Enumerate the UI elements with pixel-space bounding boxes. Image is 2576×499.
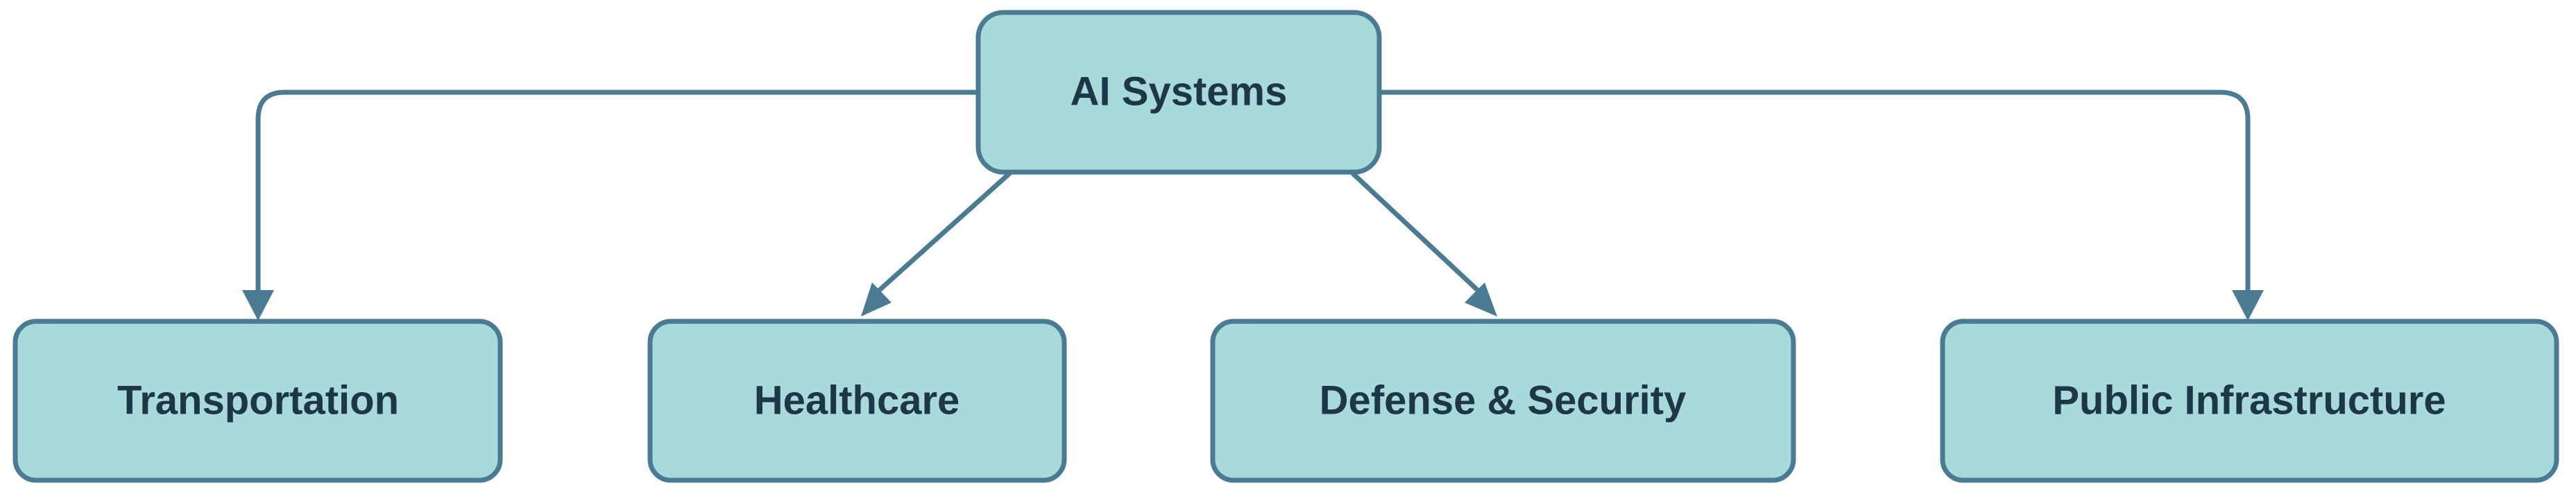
node-defense-security-label: Defense & Security bbox=[1320, 378, 1687, 423]
node-transportation-label: Transportation bbox=[117, 378, 399, 423]
node-defense-security: Defense & Security bbox=[1210, 319, 1796, 483]
arrowhead-defense bbox=[1465, 282, 1497, 316]
node-public-infrastructure: Public Infrastructure bbox=[1940, 319, 2559, 483]
edges bbox=[242, 90, 2264, 321]
edge-ai-systems-to-healthcare bbox=[873, 171, 1012, 296]
node-ai-systems-label: AI Systems bbox=[1071, 69, 1288, 114]
node-healthcare: Healthcare bbox=[647, 319, 1067, 483]
arrowhead-transportation bbox=[242, 290, 274, 321]
node-transportation: Transportation bbox=[12, 319, 503, 483]
edge-ai-systems-to-defense bbox=[1350, 171, 1484, 296]
edge-ai-systems-to-public-infrastructure bbox=[1376, 90, 2251, 294]
edge-ai-systems-to-transportation bbox=[255, 90, 981, 294]
arrowhead-healthcare bbox=[861, 282, 892, 316]
arrowhead-public-infrastructure bbox=[2232, 290, 2264, 321]
node-ai-systems: AI Systems bbox=[975, 10, 1382, 175]
node-public-infrastructure-label: Public Infrastructure bbox=[2052, 378, 2446, 423]
node-healthcare-label: Healthcare bbox=[754, 378, 960, 423]
